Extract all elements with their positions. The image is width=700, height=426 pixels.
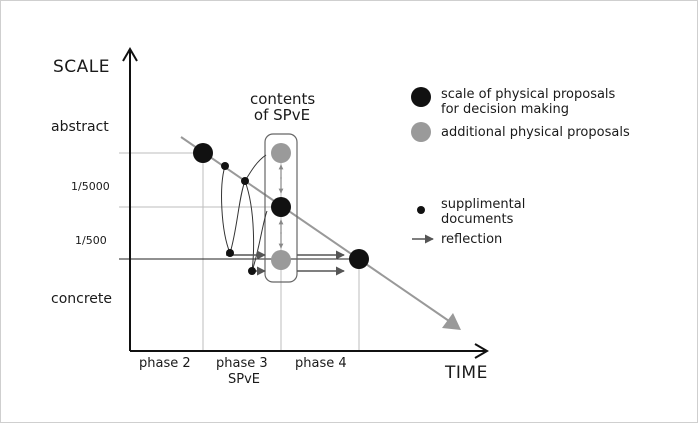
reflection-arrows bbox=[226, 250, 345, 276]
phase-3-sub-label: SPvE bbox=[228, 372, 260, 387]
decision-node-phase-4 bbox=[349, 249, 369, 269]
contents-box-title: contents of SPvE bbox=[250, 90, 316, 124]
connector-b bbox=[229, 180, 246, 254]
contents-box bbox=[264, 133, 298, 283]
supp-dot-4 bbox=[248, 267, 256, 275]
supp-dot-3 bbox=[226, 249, 234, 257]
trend-line bbox=[180, 136, 450, 322]
level-concrete-label: concrete bbox=[51, 291, 112, 307]
legend-main-line2: for decision making bbox=[441, 102, 569, 117]
connector-c bbox=[244, 180, 255, 272]
phase-4-label: phase 4 bbox=[295, 356, 347, 371]
legend-supp-line2: documents bbox=[441, 212, 514, 227]
additional-proposal-node-top bbox=[271, 143, 291, 163]
x-axis-arrowhead bbox=[474, 343, 489, 359]
additional-proposal-node-bottom bbox=[271, 250, 291, 270]
phase-3-label: phase 3 bbox=[216, 356, 268, 371]
legend-black-dot bbox=[411, 87, 431, 107]
supp-dot-1 bbox=[221, 162, 229, 170]
connector-e bbox=[244, 154, 267, 182]
x-axis-title: TIME bbox=[445, 363, 488, 383]
legend-main-line1: scale of physical proposals bbox=[441, 87, 616, 102]
level-1-500-label: 1/500 bbox=[75, 234, 107, 247]
contents-box-title-line2: of SPvE bbox=[253, 106, 311, 124]
connector-a bbox=[221, 165, 231, 254]
legend-supplemental-label: supplimental documents bbox=[441, 197, 525, 227]
level-abstract-label: abstract bbox=[51, 119, 109, 135]
connector-d bbox=[251, 210, 268, 272]
legend-reflection-label: reflection bbox=[441, 232, 503, 247]
supplemental-dots bbox=[221, 162, 256, 275]
supp-dot-2 bbox=[241, 177, 249, 185]
legend-small-dot bbox=[417, 206, 425, 214]
y-axis-arrowhead bbox=[122, 47, 138, 62]
legend-gray-dot bbox=[411, 122, 431, 142]
legend-supp-line1: supplimental bbox=[441, 197, 526, 212]
axes bbox=[122, 47, 489, 359]
decision-node-phase-2 bbox=[193, 143, 213, 163]
legend-markers bbox=[411, 87, 434, 244]
legend-main-label: scale of physical proposals for decision… bbox=[441, 87, 615, 117]
contents-box-title-line1: contents bbox=[250, 90, 316, 108]
trend-arrowhead bbox=[442, 313, 461, 330]
level-1-5000-label: 1/5000 bbox=[71, 180, 110, 193]
phase-2-label: phase 2 bbox=[139, 356, 191, 371]
decision-node-phase-3 bbox=[271, 197, 291, 217]
grid-lines bbox=[119, 152, 360, 351]
y-axis-title: SCALE bbox=[53, 57, 111, 77]
legend-additional-label: additional physical proposals bbox=[441, 125, 630, 140]
